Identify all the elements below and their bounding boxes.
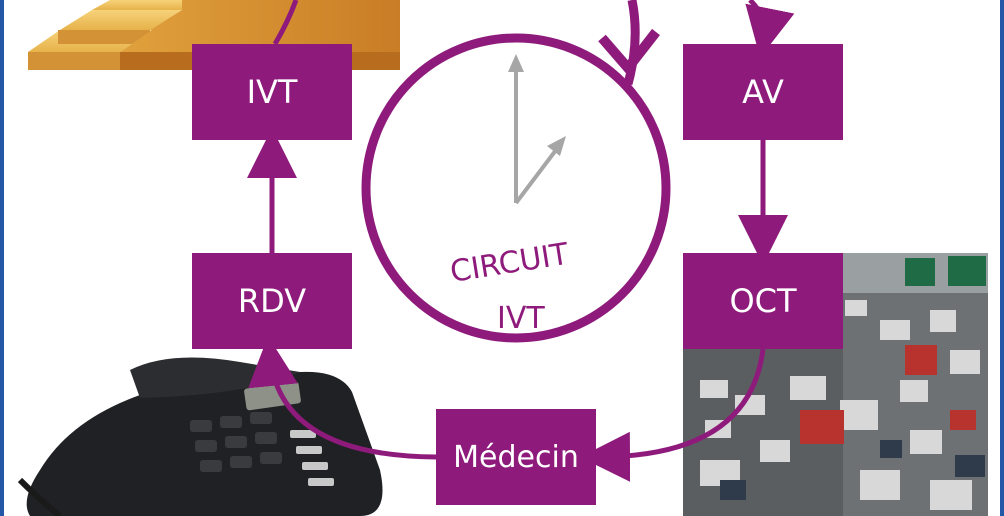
connector-ivt-top: [272, 0, 299, 46]
node-rdv-label: RDV: [237, 282, 307, 320]
node-av-label: AV: [742, 73, 784, 111]
clock-hands: [508, 54, 566, 205]
connector-oct-to-medecin: [580, 348, 766, 482]
circuit-entry-chevron-icon: [598, 28, 660, 76]
traffic-jam-image: [683, 253, 988, 516]
circuit-label-line1: CIRCUIT: [448, 237, 572, 290]
node-ivt-label: IVT: [246, 73, 298, 111]
stairs-image: [28, 0, 400, 70]
frame-border-left: [0, 0, 4, 516]
circuit-circle: [361, 33, 671, 343]
node-medecin: Médecin: [436, 409, 596, 505]
circuit-entry-line: [623, 0, 640, 86]
node-rdv: RDV: [192, 253, 352, 349]
node-ivt: IVT: [192, 44, 352, 140]
node-oct: OCT: [683, 253, 843, 349]
connector-medecin-to-rdv: [248, 336, 437, 460]
circuit-label-line2: IVT: [497, 301, 545, 336]
frame-border-right: [1000, 0, 1004, 516]
node-medecin-label: Médecin: [453, 439, 579, 475]
connector-top-to-av: [745, 0, 795, 58]
node-oct-label: OCT: [729, 282, 797, 320]
node-av: AV: [683, 44, 843, 140]
